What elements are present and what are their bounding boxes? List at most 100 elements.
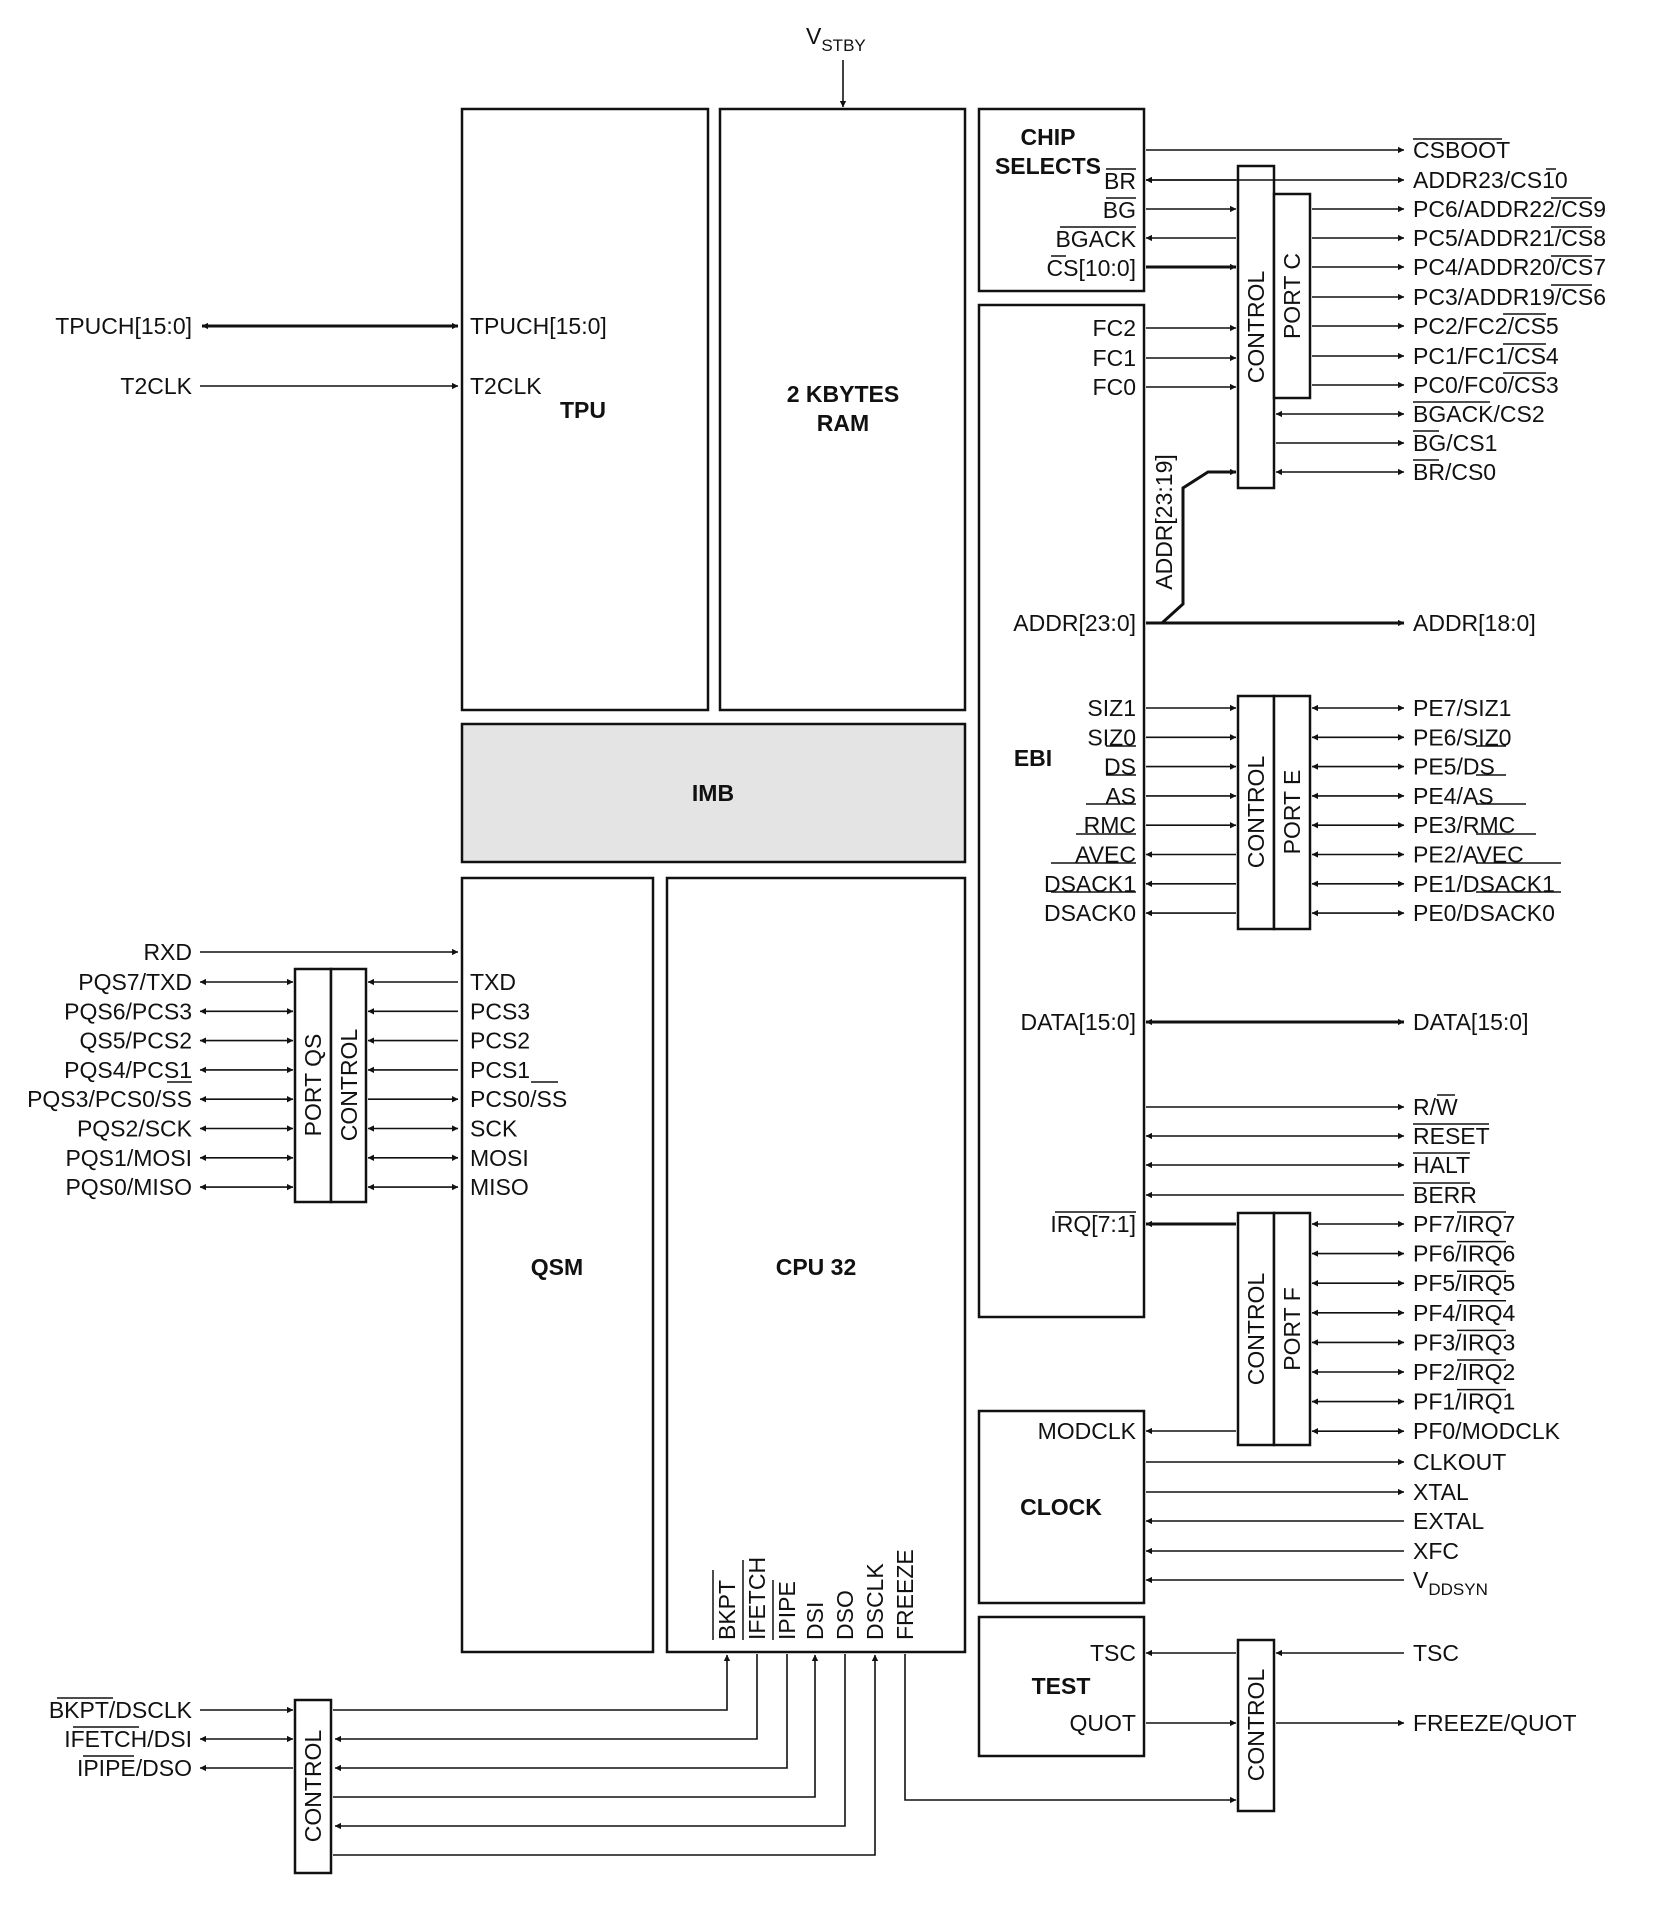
dso-route [334, 1654, 846, 1830]
qsm-ext-label-3: PQS4/PCS1 [64, 1057, 192, 1083]
bus-ctrl-label-0: R/W [1413, 1094, 1458, 1120]
qsm-ext-label-6: PQS1/MOSI [65, 1145, 192, 1171]
bus-ctrl-label-2: HALT [1413, 1152, 1470, 1178]
freeze-to-test-line [904, 1654, 1237, 1804]
tpu-int-tpuch: TPUCH[15:0] [470, 313, 607, 339]
cpu-vertical-label-0: BKPT [714, 1580, 740, 1640]
porte-ext-label-0: PE7/SIZ1 [1413, 695, 1511, 721]
addr-bus-label: ADDR[23:19] [1151, 454, 1177, 590]
portc-ext-label-3: PC5/ADDR21/CS8 [1413, 225, 1606, 251]
bus-ctrl-label-1: RESET [1413, 1123, 1490, 1149]
cpu-label: CPU 32 [776, 1254, 857, 1280]
qsm-int-label-3: PCS1 [470, 1057, 530, 1083]
addr-upper-bus [1160, 468, 1237, 625]
porte-ext-label-3: PE4/AS [1413, 783, 1494, 809]
bdm-control-label: CONTROL [300, 1730, 326, 1843]
portc-ext-label-8: PC0/FC0/CS3 [1413, 372, 1559, 398]
porte-control-label: CONTROL [1243, 756, 1269, 869]
bkpt-route [333, 1654, 731, 1711]
portf-label: PORT F [1279, 1287, 1305, 1371]
portf-ext-label-1: PF6/IRQ6 [1413, 1241, 1515, 1267]
bdm-ext-ipipe-dso: IPIPE/DSO [77, 1755, 192, 1781]
portf-control-label: CONTROL [1243, 1273, 1269, 1386]
portf-ext-label-4: PF3/IRQ3 [1413, 1329, 1515, 1355]
qsm-int-label-4: PCS0/SS [470, 1086, 567, 1112]
test-int-tsc: TSC [1090, 1640, 1136, 1666]
chip-selects-label-line2: SELECTS [995, 153, 1101, 179]
qsm-int-label-7: MISO [470, 1174, 529, 1200]
cpu-vertical-label-6: FREEZE [892, 1549, 918, 1640]
vddsyn-label: VDDSYN [1413, 1567, 1488, 1599]
portc-ext-label-11: BR/CS0 [1413, 459, 1496, 485]
qsm-int-label-5: SCK [470, 1116, 518, 1142]
cs-int-br: BR [1104, 168, 1136, 194]
qsm-ext-label-7: PQS0/MISO [65, 1174, 192, 1200]
porte-label: PORT E [1279, 770, 1305, 855]
portc-ext-label-7: PC1/FC1/CS4 [1413, 343, 1559, 369]
test-control-label: CONTROL [1243, 1669, 1269, 1782]
dsi-route [333, 1654, 819, 1798]
clock-ext-label-0: CLKOUT [1413, 1449, 1506, 1475]
ram-label-line2: RAM [817, 410, 869, 436]
porte-ext-label-6: PE1/DSACK1 [1413, 871, 1555, 897]
porte-ext-label-7: PE0/DSACK0 [1413, 900, 1555, 926]
fc1-label: FC1 [1093, 345, 1136, 371]
portf-ext-label-5: PF2/IRQ2 [1413, 1359, 1515, 1385]
tpu-ext-tpuch: TPUCH[15:0] [55, 313, 192, 339]
ram-block [718, 107, 967, 712]
portc-ext-label-1: ADDR23/CS10 [1413, 167, 1568, 193]
tpu-int-t2clk: T2CLK [470, 373, 542, 399]
bdm-ext-ifetch-dsi: IFETCH/DSI [64, 1726, 192, 1752]
ifetch-route [334, 1654, 758, 1743]
qsm-ext-label-2: QS5/PCS2 [80, 1028, 193, 1054]
cpu-vertical-label-5: DSCLK [862, 1563, 888, 1640]
portc-ext-label-6: PC2/FC2/CS5 [1413, 313, 1559, 339]
clock-ext-label-1: XTAL [1413, 1479, 1469, 1505]
test-block [977, 1615, 1146, 1758]
qsm-ext-label-1: PQS6/PCS3 [64, 998, 192, 1024]
qsm-ext-label-4: PQS3/PCS0/SS [27, 1086, 192, 1112]
portc-control-box [1236, 164, 1276, 490]
imb-label: IMB [692, 780, 734, 806]
clock-ext-label-3: XFC [1413, 1538, 1459, 1564]
ipipe-route [334, 1654, 788, 1772]
qsm-label: QSM [531, 1254, 583, 1280]
qsm-ext-label-5: PQS2/SCK [77, 1116, 193, 1142]
fc2-label: FC2 [1093, 315, 1136, 341]
irq-int-label: IRQ[7:1] [1050, 1211, 1136, 1237]
cs-int-bg: BG [1103, 197, 1136, 223]
cpu-vertical-label-1: IFETCH [744, 1557, 770, 1640]
portf-box [1272, 1211, 1312, 1447]
modclk-label: MODCLK [1038, 1418, 1137, 1444]
portf-ext-label-6: PF1/IRQ1 [1413, 1389, 1515, 1415]
dsclk-route [333, 1654, 879, 1856]
test-int-quot: QUOT [1070, 1710, 1136, 1736]
qsm-ext-label-0: PQS7/TXD [78, 969, 192, 995]
portc-signal-rows: CSBOOTADDR23/CS10PC6/ADDR22/CS9PC5/ADDR2… [1145, 137, 1606, 485]
portf-control-box [1236, 1211, 1276, 1447]
cs-int-cs: CS[10:0] [1047, 255, 1137, 281]
imb-block [460, 722, 967, 864]
bdm-ext-bkpt-dsclk: BKPT/DSCLK [49, 1697, 193, 1723]
clock-label: CLOCK [1020, 1494, 1102, 1520]
portc-ext-label-2: PC6/ADDR22/CS9 [1413, 196, 1606, 222]
tpu-label: TPU [560, 397, 606, 423]
ram-label-line1: 2 KBYTES [787, 381, 899, 407]
clock-ext-label-2: EXTAL [1413, 1508, 1484, 1534]
portc-ext-label-5: PC3/ADDR19/CS6 [1413, 284, 1606, 310]
portqs-control-label: CONTROL [336, 1029, 362, 1142]
qsm-int-label-2: PCS2 [470, 1028, 530, 1054]
tpu-ext-t2clk: T2CLK [120, 373, 192, 399]
cpu-block [665, 876, 967, 1654]
qsm-block [460, 876, 655, 1654]
porte-box [1272, 694, 1312, 931]
portf-ext-label-3: PF4/IRQ4 [1413, 1300, 1515, 1326]
portf-ext-label-2: PF5/IRQ5 [1413, 1270, 1515, 1296]
ebi-label: EBI [1014, 745, 1052, 771]
addr-ext-label: ADDR[18:0] [1413, 610, 1536, 636]
